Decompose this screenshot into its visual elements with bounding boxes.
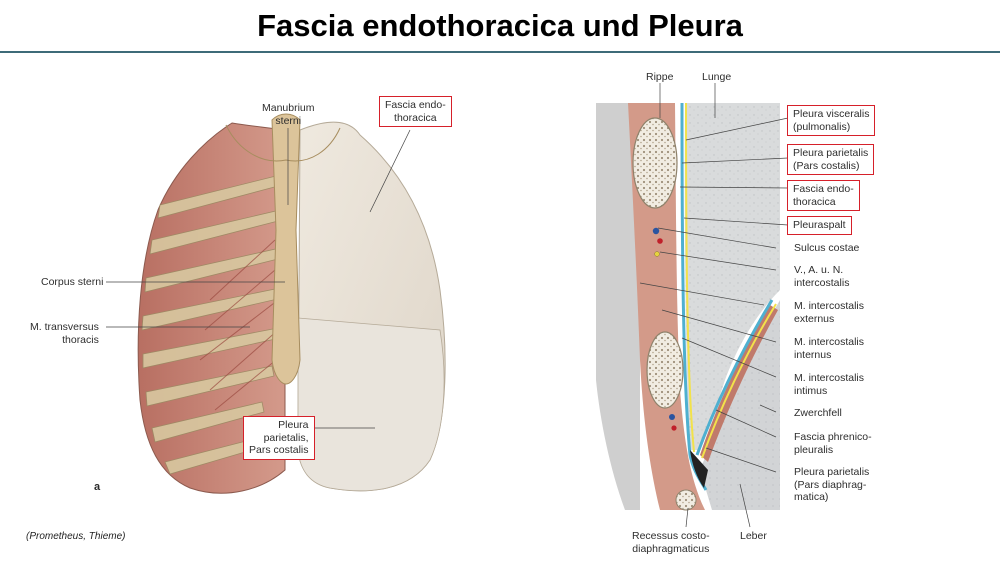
label-line: Pleura parietalis bbox=[794, 466, 870, 478]
label-line: Corpus sterni bbox=[41, 276, 104, 288]
label-recessus-costodiaphragmaticus: Recessus costo- diaphragmaticus bbox=[632, 530, 710, 555]
label-m-intercostalis-intimus: M. intercostalis intimus bbox=[794, 372, 864, 397]
label-m-intercostalis-externus: M. intercostalis externus bbox=[794, 300, 864, 325]
source-citation: (Prometheus, Thieme) bbox=[26, 531, 126, 542]
label-line: Sulcus costae bbox=[794, 242, 860, 254]
label-line: (Pars costalis) bbox=[793, 159, 860, 172]
label-line: thoracica bbox=[394, 111, 437, 124]
label-line: intercostalis bbox=[794, 276, 850, 289]
label-leber: Leber bbox=[740, 530, 767, 542]
label-m-intercostalis-internus: M. intercostalis internus bbox=[794, 336, 864, 361]
label-fascia-phrenicopleuralis: Fascia phrenico- pleuralis bbox=[794, 431, 872, 456]
label-rippe: Rippe bbox=[646, 71, 674, 83]
label-line: M. transversus bbox=[30, 321, 99, 333]
label-zwerchfell: Zwerchfell bbox=[794, 407, 842, 420]
label-intercostal-vessels: V., A. u. N. intercostalis bbox=[794, 264, 849, 289]
label-line: sterni bbox=[275, 114, 302, 127]
label-line: Recessus costo- bbox=[632, 530, 710, 542]
label-line: Manubrium bbox=[262, 102, 315, 114]
label-sulcus-costae: Sulcus costae bbox=[794, 242, 859, 255]
title-divider bbox=[0, 51, 1000, 53]
label-line: thoracis bbox=[62, 333, 99, 346]
label-line: Fascia endo- bbox=[793, 183, 854, 195]
label-pleuraspalt: Pleuraspalt bbox=[787, 216, 852, 235]
label-corpus-sterni: Corpus sterni bbox=[41, 276, 103, 289]
label-line: Fascia phrenico- bbox=[794, 431, 872, 443]
label-lunge: Lunge bbox=[702, 71, 732, 83]
label-line: internus bbox=[794, 348, 832, 361]
label-line: (Pars diaphrag- bbox=[794, 478, 867, 491]
label-line: thoracica bbox=[793, 195, 836, 208]
label-line: intimus bbox=[794, 384, 828, 397]
label-line: Fascia endo- bbox=[385, 99, 446, 111]
label-pleura-parietalis-a: Pleura parietalis, Pars costalis bbox=[243, 416, 315, 460]
label-line: Zwerchfell bbox=[794, 407, 842, 419]
label-line: pleuralis bbox=[794, 443, 834, 456]
label-line: Pleura bbox=[278, 419, 309, 431]
label-line: matica) bbox=[794, 491, 829, 503]
label-line: V., A. u. N. bbox=[794, 264, 844, 276]
label-pleura-parietalis-costalis: Pleura parietalis (Pars costalis) bbox=[787, 144, 875, 175]
label-line: M. intercostalis bbox=[794, 300, 865, 312]
label-pleura-visceralis: Pleura visceralis (pulmonalis) bbox=[787, 105, 876, 136]
label-line: Pleura parietalis bbox=[793, 147, 869, 159]
label-fascia-endothoracica-b: Fascia endo- thoracica bbox=[787, 180, 860, 211]
panel-b-leader-lines bbox=[639, 83, 789, 528]
label-fascia-endothoracica-a: Fascia endo- thoracica bbox=[379, 96, 452, 127]
label-m-transversus-thoracis: M. transversus thoracis bbox=[30, 321, 99, 346]
label-line: parietalis, bbox=[263, 431, 309, 444]
label-line: diaphragmaticus bbox=[632, 542, 710, 555]
label-line: Pars costalis bbox=[249, 444, 309, 456]
panel-a-leader-lines bbox=[106, 128, 411, 429]
panel-letter-a: a bbox=[94, 481, 101, 493]
label-pleura-parietalis-diaphragmatica: Pleura parietalis (Pars diaphrag- matica… bbox=[794, 466, 869, 504]
label-line: externus bbox=[794, 312, 835, 325]
label-manubrium-sterni: Manubrium sterni bbox=[262, 102, 315, 127]
label-line: Pleuraspalt bbox=[793, 219, 846, 231]
thorax-illustration bbox=[137, 113, 446, 494]
cross-section-illustration bbox=[596, 102, 780, 511]
slide-title: Fascia endothoracica und Pleura bbox=[257, 8, 743, 43]
label-line: M. intercostalis bbox=[794, 372, 865, 384]
label-line: (pulmonalis) bbox=[793, 120, 851, 133]
label-line: M. intercostalis bbox=[794, 336, 865, 348]
label-line: Pleura visceralis bbox=[793, 108, 870, 120]
